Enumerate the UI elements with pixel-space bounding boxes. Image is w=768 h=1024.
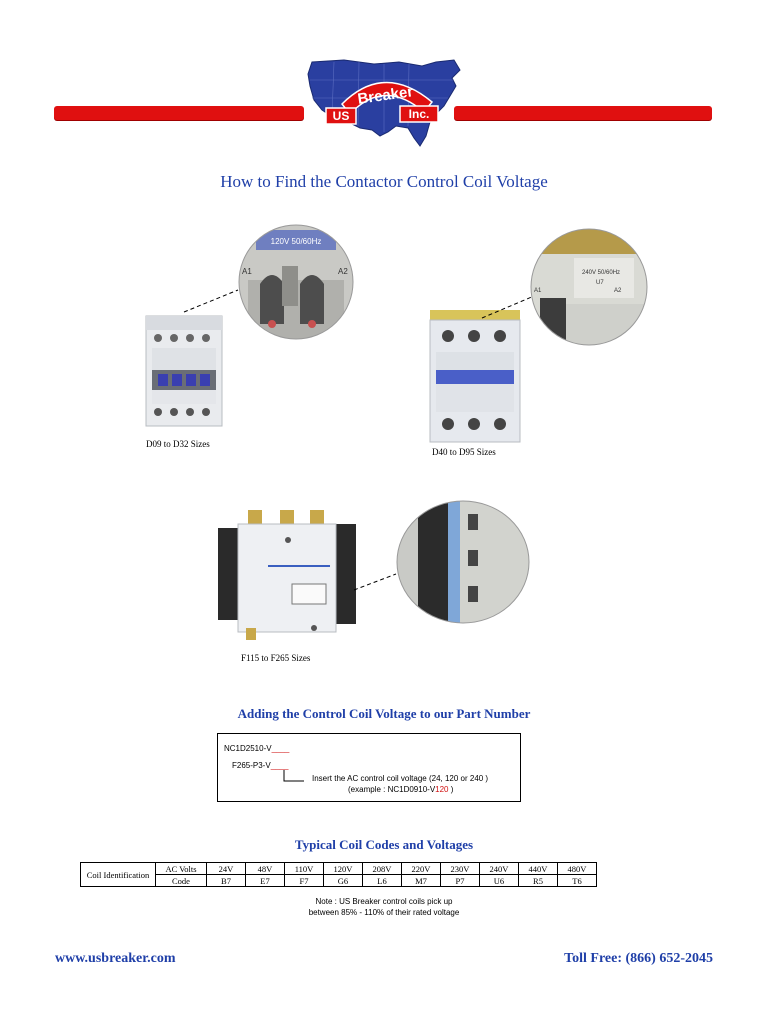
coil-codes-table: Coil Identification AC Volts 24V 48V 110… xyxy=(80,862,597,887)
part-number-box: NC1D2510-V____ F265-P3-V____ Insert the … xyxy=(217,733,521,802)
header-bar-right xyxy=(454,106,712,120)
volts-cell: 230V xyxy=(440,862,480,875)
code-cell: L6 xyxy=(362,874,402,887)
table-row-volts: Coil Identification AC Volts 24V 48V 110… xyxy=(80,862,597,887)
d40-zoom-code: U7 xyxy=(596,280,604,286)
logo-text-us: US xyxy=(333,109,350,123)
table-row-codes: Code B7 E7 F7 G6 L6 M7 P7 U6 R5 T6 xyxy=(81,874,597,887)
toll-free-phone: Toll Free: (866) 652-2045 xyxy=(564,951,713,966)
section-title-coil-codes: Typical Coil Codes and Voltages xyxy=(294,837,474,852)
note-line1: Note : US Breaker control coils pick up xyxy=(315,897,453,906)
code-cell: M7 xyxy=(401,874,441,887)
part-number-line1: NC1D2510-V____ xyxy=(224,744,289,753)
part-number-line2: F265-P3-V____ xyxy=(232,761,288,770)
volts-cell: 120V xyxy=(323,862,363,875)
d40-zoom-a2: A2 xyxy=(614,288,622,294)
d09-zoom-voltage-label: 120V 50/60Hz xyxy=(271,237,322,246)
f115-zoom-pointer xyxy=(353,573,397,591)
d40-zoom-pointer xyxy=(481,295,535,319)
example-suffix: ) xyxy=(448,785,454,794)
code-cell: G6 xyxy=(323,874,363,887)
d09-zoom-circle: 120V 50/60Hz A1 A2 xyxy=(238,224,354,340)
f115-contactor-photo xyxy=(218,510,356,640)
d40-zoom-voltage-label: 240V 50/60Hz xyxy=(582,270,620,276)
example-value: 120 xyxy=(435,785,449,794)
d40-contactor-photo xyxy=(429,310,521,443)
code-cell: U6 xyxy=(479,874,519,887)
code-label: Code xyxy=(155,874,207,887)
code-cell: P7 xyxy=(440,874,480,887)
volts-cell: 440V xyxy=(518,862,558,875)
volts-cell: 220V xyxy=(401,862,441,875)
us-breaker-logo: Breaker US Inc. xyxy=(307,59,461,147)
d40-zoom-circle: 240V 50/60Hz U7 A1 A2 xyxy=(530,228,648,346)
d09-zoom-pointer xyxy=(183,289,239,313)
instruction-text: Insert the AC control coil voltage (24, … xyxy=(312,774,489,783)
volts-cell: 208V xyxy=(362,862,402,875)
d09-zoom-a2: A2 xyxy=(338,267,348,276)
part-number-line2-prefix: F265-P3-V xyxy=(232,761,271,770)
example-prefix: (example : NC1D0910-V xyxy=(348,785,436,794)
website-link[interactable]: www.usbreaker.com xyxy=(55,951,176,966)
volts-cell: 48V xyxy=(245,862,285,875)
volts-cell: 240V xyxy=(479,862,519,875)
d09-caption: D09 to D32 Sizes xyxy=(146,439,210,449)
part-number-line1-blank: ____ xyxy=(271,744,290,753)
code-cell: R5 xyxy=(518,874,558,887)
code-cell: E7 xyxy=(245,874,285,887)
logo-text-inc: Inc. xyxy=(409,107,430,121)
volts-cell: 480V xyxy=(557,862,597,875)
d09-contactor-photo xyxy=(145,315,223,427)
volts-cell: 24V xyxy=(206,862,246,875)
ac-volts-label: AC Volts xyxy=(155,862,207,875)
bracket-connector xyxy=(283,770,304,782)
section-title-part-number: Adding the Control Coil Voltage to our P… xyxy=(237,706,531,721)
part-number-line1-prefix: NC1D2510-V xyxy=(224,744,272,753)
page-title: How to Find the Contactor Control Coil V… xyxy=(220,172,548,191)
part-number-line2-blank: ____ xyxy=(270,761,289,770)
code-cell: T6 xyxy=(557,874,597,887)
example-text: (example : NC1D0910-V120 ) xyxy=(348,785,453,794)
code-cell: F7 xyxy=(284,874,324,887)
d40-caption: D40 to D95 Sizes xyxy=(432,447,496,457)
f115-zoom-circle xyxy=(396,500,530,624)
f115-caption: F115 to F265 Sizes xyxy=(241,653,311,663)
note-line2: between 85% - 110% of their rated voltag… xyxy=(308,908,460,917)
header-bar-left xyxy=(54,106,304,120)
coil-identification-label: Coil Identification xyxy=(80,862,156,887)
volts-cell: 110V xyxy=(284,862,324,875)
code-cell: B7 xyxy=(206,874,246,887)
d09-zoom-a1: A1 xyxy=(242,267,252,276)
d40-zoom-a1: A1 xyxy=(534,288,542,294)
